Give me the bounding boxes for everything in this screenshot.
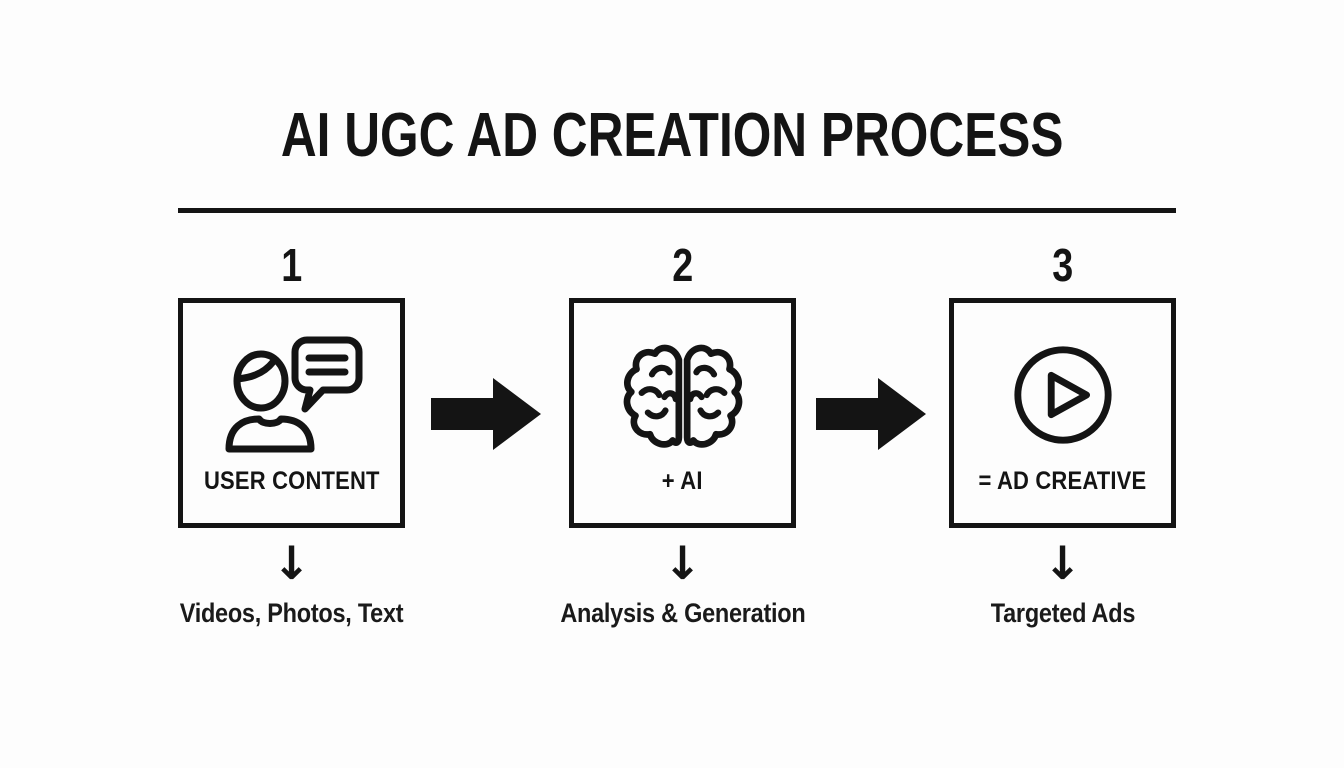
step-3: 3 = AD CREATIVE ↓ Targeted Ads [949, 242, 1176, 629]
flow-arrow-icon [431, 378, 541, 450]
ai-brain-icon [621, 329, 745, 461]
step-3-caption: Targeted Ads [990, 598, 1135, 628]
step-1-caption: Videos, Photos, Text [179, 598, 404, 628]
down-arrow-icon: ↓ [663, 536, 702, 590]
play-button-icon [1009, 329, 1117, 461]
step-1-label: USER CONTENT [203, 467, 380, 495]
step-3-box: = AD CREATIVE [949, 298, 1176, 528]
step-2: 2 + AI ↓ Analysis & Generation [560, 239, 805, 629]
title-divider [178, 208, 1176, 213]
down-arrow-icon: ↓ [1043, 536, 1082, 590]
step-2-number: 2 [672, 239, 693, 291]
down-arrow-icon: ↓ [272, 536, 311, 590]
page-title-row: AI UGC AD CREATION PROCESS [0, 100, 1344, 171]
page-title: AI UGC AD CREATION PROCESS [280, 101, 1064, 170]
step-3-number: 3 [1052, 239, 1073, 291]
user-content-icon [217, 329, 367, 461]
step-2-caption: Analysis & Generation [559, 598, 806, 628]
step-2-label: + AI [662, 467, 703, 495]
step-1: 1 USER CONTENT ↓ Videos, Photos, Text [178, 242, 405, 629]
step-2-box: + AI [569, 298, 796, 528]
step-1-box: USER CONTENT [178, 298, 405, 528]
step-1-number: 1 [281, 239, 302, 291]
flow-arrow-icon [816, 378, 926, 450]
step-3-label: = AD CREATIVE [978, 467, 1147, 495]
